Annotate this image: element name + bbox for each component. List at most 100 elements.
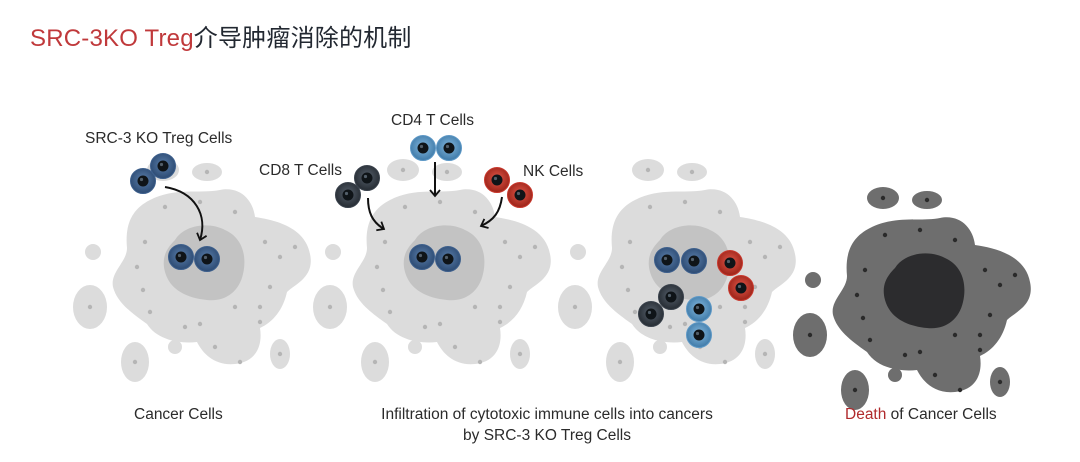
cell-highlight [695,331,700,336]
cytoplasm-dot [747,239,753,245]
cell-nucleus [442,253,454,265]
cytoplasm-dot [717,304,723,310]
vesicle-dot [400,167,406,173]
cd8-t-cell-infiltrated [658,284,684,310]
treg-cell-infiltrated [409,244,435,270]
cytoplasm-dot [717,209,723,215]
cytoplasm-dot [977,347,983,353]
cell-nucleus [361,172,373,184]
cell-highlight [663,256,668,261]
cd4-t-cell [436,135,462,161]
arrow-cd8-to-tumor [367,197,386,232]
cytoplasm-dot [497,319,503,325]
vesicle-dot [87,304,93,310]
cytoplasm-dot [854,292,860,298]
cell-nucleus [693,303,705,315]
cytoplasm-dot [277,254,283,260]
satellite-vesicle [653,340,667,354]
satellite-vesicle [168,340,182,354]
label-cd8-t-cells: CD8 T Cells [259,162,342,179]
satellite-vesicle [570,244,586,260]
cytoplasm-dot [197,199,203,205]
cytoplasm-dot [502,239,508,245]
cytoplasm-dot [437,321,443,327]
cytoplasm-dot [997,282,1003,288]
vesicle-dot [132,359,138,365]
cytoplasm-dot [452,344,458,350]
cytoplasm-dot [142,239,148,245]
vesicle-dot [444,169,450,175]
cell-nucleus [416,251,428,263]
vesicle-dot [880,195,886,201]
arrow-treg-to-tumor [164,186,208,242]
vesicle-dot [645,167,651,173]
cytoplasm-dot [134,264,140,270]
cell-nucleus [491,174,503,186]
cytoplasm-dot [477,359,483,365]
cell-highlight [493,176,498,181]
cytoplasm-dot [777,244,783,250]
satellite-vesicle [805,272,821,288]
cytoplasm-dot [860,315,866,321]
vesicle-dot [689,169,695,175]
cytoplasm-dot [647,204,653,210]
cytoplasm-dot [627,239,633,245]
vesicle-dot [762,351,768,357]
cytoplasm-dot [402,204,408,210]
cell-highlight [737,284,742,289]
cd4-t-cell [410,135,436,161]
cd8-t-cell [335,182,361,208]
cell-nucleus [342,189,354,201]
vesicle-dot [617,359,623,365]
vesicle-dot [204,169,210,175]
cytoplasm-dot [147,309,153,315]
cytoplasm-dot [902,352,908,358]
cell-nucleus [661,254,673,266]
cell-highlight [445,144,450,149]
cytoplasm-dot [952,332,958,338]
cell-highlight [419,144,424,149]
cell-highlight [667,293,672,298]
cytoplasm-dot [917,227,923,233]
satellite-vesicle [325,244,341,260]
cell-nucleus [735,282,747,294]
cytoplasm-dot [472,304,478,310]
treg-cell [150,153,176,179]
cytoplasm-dot [517,254,523,260]
caption-death: Death of Cancer Cells [845,404,997,425]
page-title: SRC-3KO Treg介导肿瘤消除的机制 [30,18,412,53]
cell-highlight [177,253,182,258]
cell-nucleus [665,291,677,303]
caption-cancer-cells: Cancer Cells [134,406,223,423]
label-nk-cells: NK Cells [523,163,584,180]
nk-cell-infiltrated [728,275,754,301]
nk-cell [507,182,533,208]
cell-highlight [139,177,144,182]
cell-nucleus [201,253,213,265]
cell-highlight [159,162,164,167]
title-rest: 介导肿瘤消除的机制 [193,25,412,52]
cytoplasm-dot [422,324,428,330]
vesicle-dot [852,387,858,393]
treg-cell-infiltrated [435,246,461,272]
cytoplasm-dot [632,309,638,315]
cytoplasm-dot [382,239,388,245]
cytoplasm-dot [722,359,728,365]
cell-nucleus [443,142,455,154]
caption-infiltration-line2: by SRC-3 KO Treg Cells [463,427,631,444]
cancer-cell-panel-1 [73,159,311,382]
cytoplasm-dot [882,232,888,238]
vesicle-dot [327,304,333,310]
cytoplasm-dot [380,287,386,293]
treg-cell-infiltrated [654,247,680,273]
cd4-t-cell-infiltrated [686,296,712,322]
treg-cell-infiltrated [194,246,220,272]
cytoplasm-dot [762,254,768,260]
cytoplasm-dot [232,209,238,215]
cytoplasm-dot [917,349,923,355]
cell-nucleus [137,175,149,187]
cell-nucleus [645,308,657,320]
caption-infiltration-line1: Infiltration of cytotoxic immune cells i… [381,406,713,423]
cytoplasm-dot [507,284,513,290]
